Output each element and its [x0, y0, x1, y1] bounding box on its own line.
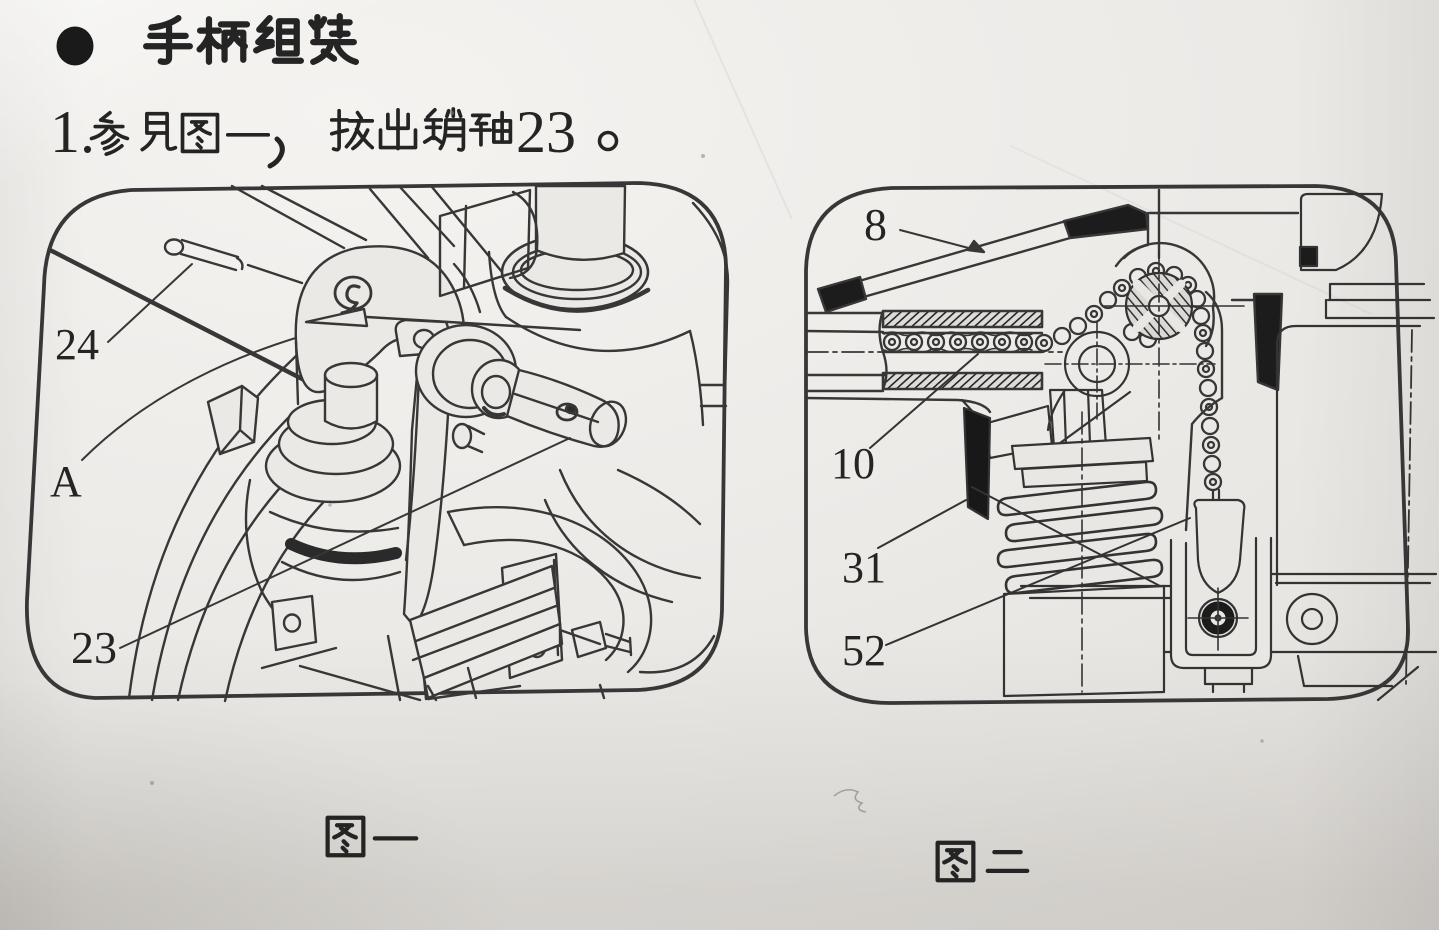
svg-text:A: A — [50, 457, 82, 506]
svg-text:23: 23 — [71, 622, 117, 673]
svg-text:8: 8 — [864, 199, 887, 250]
svg-text:10: 10 — [831, 439, 875, 488]
svg-text:52: 52 — [842, 626, 886, 675]
svg-text:31: 31 — [842, 543, 886, 592]
svg-text:24: 24 — [55, 320, 99, 369]
svg-text:1.: 1. — [50, 99, 95, 165]
svg-text:23: 23 — [516, 99, 576, 165]
